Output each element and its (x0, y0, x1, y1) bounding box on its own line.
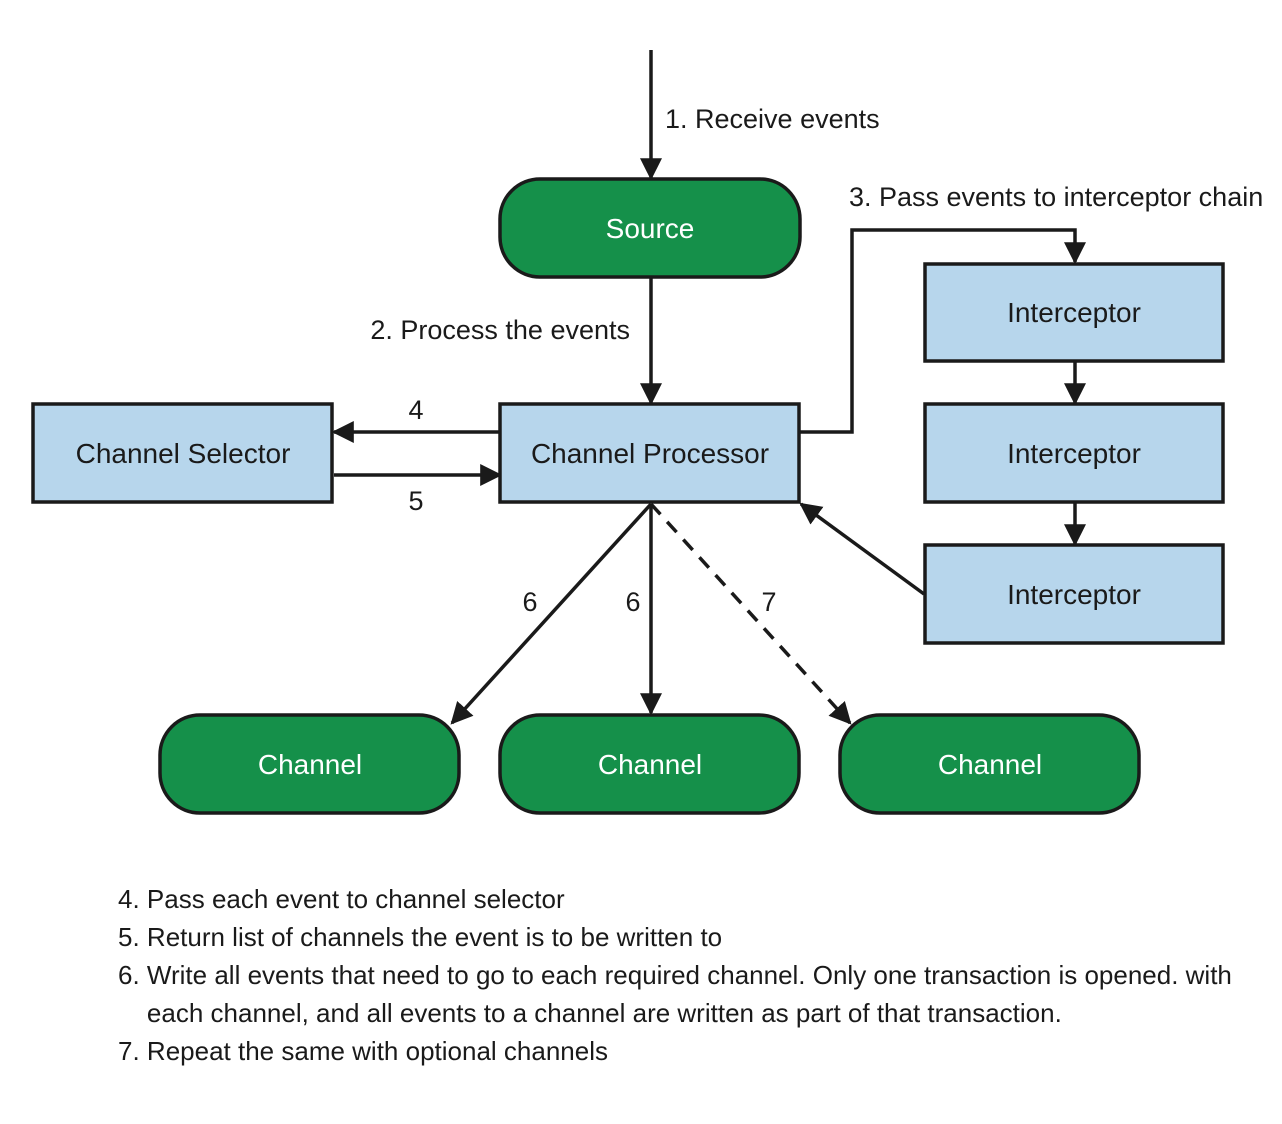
channel-selector-node: Channel Selector (31, 402, 334, 504)
channel-node-3: Channel (838, 713, 1141, 815)
edge-label-pass-to-chain: 3. Pass events to interceptor chain (849, 182, 1263, 212)
channel-label-2: Channel (598, 749, 702, 780)
edge-processor-to-channel-left (450, 502, 653, 725)
note-number: 5. (118, 922, 147, 952)
interceptor-node-2: Interceptor (923, 402, 1225, 504)
edge-label-from-selector: 5 (408, 486, 423, 516)
edge-label-process: 2. Process the events (370, 315, 630, 345)
interceptor-label-2: Interceptor (1007, 438, 1141, 469)
interceptor-node-1: Interceptor (923, 262, 1225, 363)
note-text: Repeat the same with optional channels (146, 1036, 608, 1066)
edge-label-optional-channel: 7 (761, 587, 776, 617)
note-text: Pass each event to channel selector (146, 884, 565, 914)
edge-label-channel-middle: 6 (625, 587, 640, 617)
channel-processor-node: Channel Processor (498, 402, 801, 504)
note-text: Write all events that need to go to each… (146, 960, 1232, 1028)
interceptor-node-3: Interceptor (923, 543, 1225, 645)
note-item: 7. Repeat the same with optional channel… (118, 1032, 1238, 1070)
source-node: Source (498, 177, 802, 279)
note-number: 7. (118, 1036, 147, 1066)
note-item: 5. Return list of channels the event is … (118, 918, 1238, 956)
edge-label-channel-left: 6 (522, 587, 537, 617)
channel-label-3: Channel (938, 749, 1042, 780)
source-label: Source (606, 213, 695, 244)
channel-label-1: Channel (258, 749, 362, 780)
edges (331, 50, 1086, 725)
edge-processor-to-interceptor-chain (800, 228, 1086, 434)
note-number: 4. (118, 884, 147, 914)
channel-processor-label: Channel Processor (531, 438, 769, 469)
channel-node-2: Channel (498, 713, 801, 815)
numbered-notes: 4. Pass each event to channel selector 5… (118, 880, 1238, 1070)
note-item: 6. Write all events that need to go to e… (118, 956, 1238, 1032)
note-item: 4. Pass each event to channel selector (118, 880, 1238, 918)
interceptor-label-1: Interceptor (1007, 297, 1141, 328)
channel-node-1: Channel (158, 713, 461, 815)
interceptor-label-3: Interceptor (1007, 579, 1141, 610)
note-number: 6. (118, 960, 147, 990)
edge-labels: 1. Receive events 2. Process the events … (370, 104, 1263, 617)
edge-interceptor-3-to-processor (799, 502, 926, 596)
edge-label-receive: 1. Receive events (665, 104, 880, 134)
edge-processor-to-channel-optional (649, 502, 852, 725)
note-text: Return list of channels the event is to … (146, 922, 723, 952)
edge-label-to-selector: 4 (408, 395, 423, 425)
channel-selector-label: Channel Selector (76, 438, 291, 469)
